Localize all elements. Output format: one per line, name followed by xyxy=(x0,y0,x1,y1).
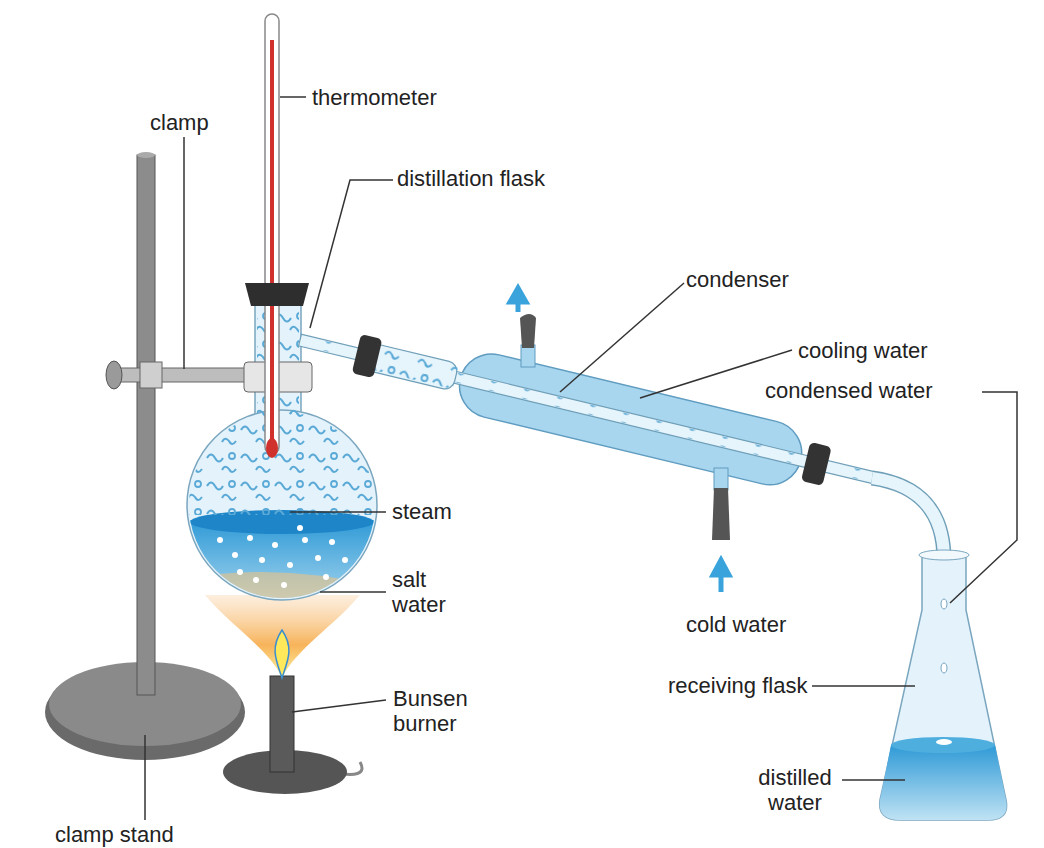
part-label: cooling water xyxy=(798,338,928,363)
leader-line xyxy=(144,735,146,820)
leader-line xyxy=(950,392,1017,603)
part-label: steam xyxy=(392,499,452,524)
inlet-hose xyxy=(712,488,730,540)
flask-rim xyxy=(919,550,969,560)
flame-core xyxy=(275,630,289,678)
vapour-curls xyxy=(299,335,882,484)
part-label: cold water xyxy=(686,612,786,637)
flow-arrow xyxy=(713,560,729,592)
part-label: clamp xyxy=(150,110,209,135)
leader-line xyxy=(290,511,386,513)
flame xyxy=(205,595,360,678)
clamp-arm xyxy=(112,368,260,382)
bubbles xyxy=(217,525,348,588)
steam-curls xyxy=(180,410,390,515)
outlet-hose xyxy=(520,314,536,348)
stopper xyxy=(245,283,309,306)
rod-top xyxy=(137,152,155,158)
part-label: distillation flask xyxy=(397,166,545,191)
clamp-boss xyxy=(140,362,162,388)
stand-rod xyxy=(137,155,155,695)
part-label: condensed water xyxy=(765,378,933,403)
thermometer-mercury xyxy=(270,40,274,450)
leader-line xyxy=(280,96,306,98)
drip xyxy=(941,663,947,673)
part-label: condenser xyxy=(686,267,789,292)
rubber-connector xyxy=(352,334,383,378)
inner-tube xyxy=(299,334,882,485)
leader-line xyxy=(310,180,393,328)
leader-lines xyxy=(145,97,1017,820)
part-label: distilled water xyxy=(745,765,845,815)
inlet-nozzle xyxy=(714,468,728,490)
leader-line xyxy=(812,685,915,687)
part-label: salt water xyxy=(392,567,472,617)
part-label: clamp stand xyxy=(55,822,174,847)
leader-line xyxy=(183,137,185,369)
outlet-nozzle xyxy=(521,345,535,367)
flow-arrow xyxy=(510,288,526,312)
clamp-screw xyxy=(106,361,122,389)
splash xyxy=(936,739,952,745)
leader-line xyxy=(842,779,905,781)
part-label: thermometer xyxy=(312,85,437,110)
leader-line xyxy=(292,700,386,712)
distilled-surface xyxy=(891,737,995,753)
leader-line xyxy=(320,591,386,593)
leader-line xyxy=(560,283,684,392)
part-label: Bunsen burner xyxy=(393,686,503,736)
delivery-tube-inner xyxy=(872,478,944,560)
distilled-water-liquid xyxy=(880,745,1007,820)
delivery-tube xyxy=(872,478,944,560)
drip xyxy=(941,599,947,609)
part-label: receiving flask xyxy=(668,673,807,698)
thermometer-bulb xyxy=(266,438,278,458)
burner-barrel xyxy=(270,676,294,772)
thermometer-tube xyxy=(265,14,279,454)
rubber-connector xyxy=(801,442,832,486)
heat-glow xyxy=(180,572,390,610)
salt-water-liquid xyxy=(180,520,390,620)
